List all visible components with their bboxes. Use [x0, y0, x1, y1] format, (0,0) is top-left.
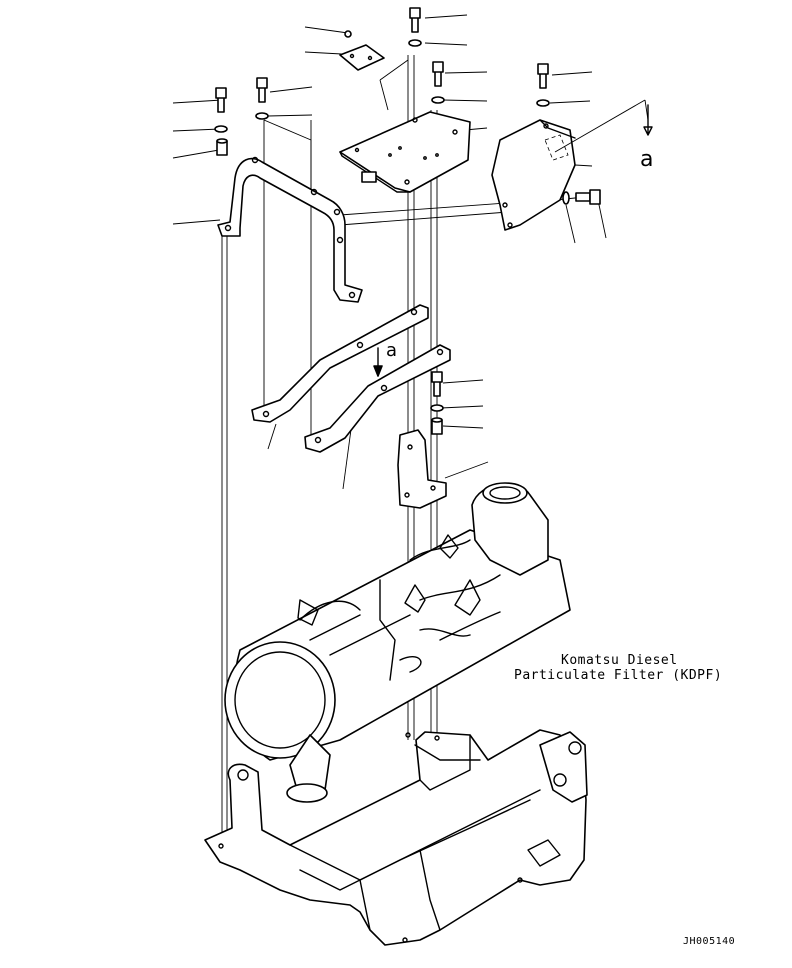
angled-cover [491, 99, 653, 231]
bolt-horizontal [562, 189, 601, 205]
lower-frame [204, 729, 588, 946]
component-caption-line2: Particulate Filter (KDPF) [514, 668, 723, 683]
view-marker-label-right: a [640, 147, 654, 172]
mounting-plate [339, 111, 471, 193]
bolts-vertical [214, 7, 550, 435]
view-marker-label-middle: a [386, 340, 398, 361]
component-caption-line1: Komatsu Diesel [561, 653, 678, 668]
small-cover-plate [339, 30, 385, 71]
support-bracket [397, 429, 447, 509]
strap-upper [251, 304, 429, 423]
kdpf-filter [224, 482, 571, 803]
drawing-code: JH005140 [683, 936, 736, 947]
arched-bracket [217, 156, 363, 303]
leader-lines [172, 14, 607, 490]
strap-lower [304, 344, 451, 453]
view-arrow-middle [373, 347, 383, 377]
